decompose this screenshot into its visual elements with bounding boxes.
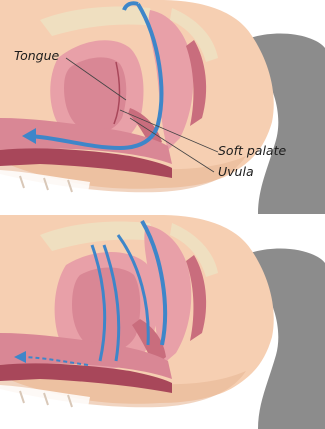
obstructed-airway-illustration <box>0 215 325 429</box>
label-uvula: Uvula <box>218 164 254 179</box>
label-soft-palate: Soft palate <box>218 143 286 158</box>
diagram-open-airway: Tongue Soft palate Uvula <box>0 0 325 214</box>
open-airway-illustration: Tongue Soft palate Uvula <box>0 0 325 214</box>
label-tongue: Tongue <box>14 48 60 63</box>
diagram-obstructed-airway <box>0 215 325 429</box>
